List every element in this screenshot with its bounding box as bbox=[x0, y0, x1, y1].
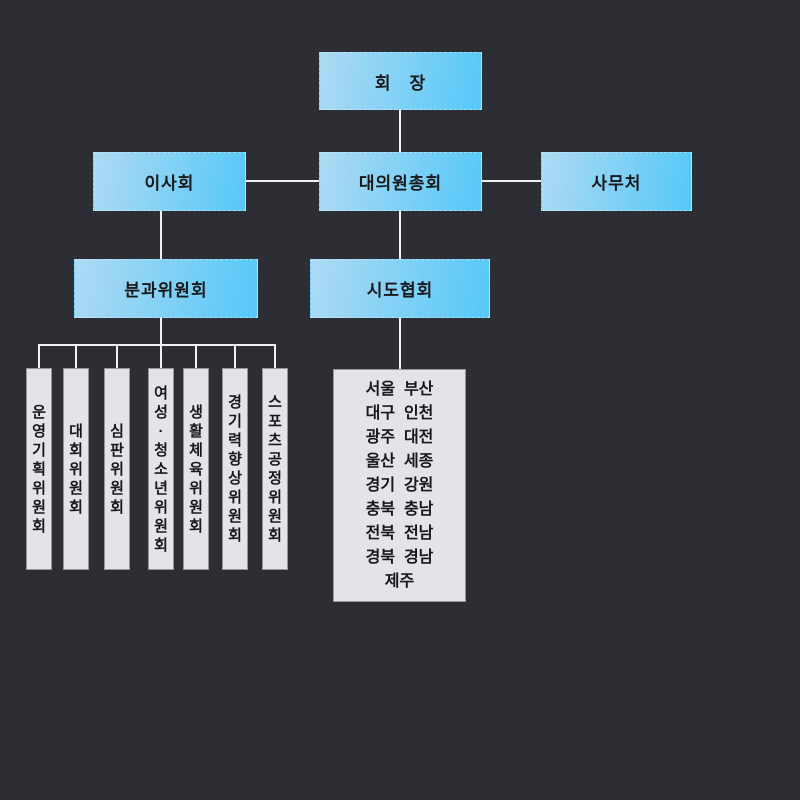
branch-line bbox=[38, 344, 276, 346]
committee-label: 운 영 기 획 위 원 회 bbox=[32, 403, 46, 535]
committee-box-referee: 심 판 위 원 회 bbox=[104, 368, 130, 570]
branch-stub-5 bbox=[195, 346, 197, 368]
regions-box: 서울 부산 대구 인천 광주 대전 울산 세종 경기 강원 충북 충남 전북 전… bbox=[333, 369, 466, 602]
connector-regional-regions bbox=[399, 318, 401, 369]
connector-subcommittee-branch bbox=[160, 318, 162, 368]
committee-box-competition: 대 회 위 원 회 bbox=[63, 368, 89, 570]
committee-box-performance-improvement: 경 기 력 향 상 위 원 회 bbox=[222, 368, 248, 570]
secretariat-label: 사무처 bbox=[591, 174, 642, 193]
committee-box-operations-planning: 운 영 기 획 위 원 회 bbox=[26, 368, 52, 570]
subcommittee-label: 분과위원회 bbox=[124, 281, 208, 300]
connector-chairman-delegates bbox=[399, 110, 401, 152]
subcommittee-box: 분과위원회 bbox=[74, 259, 258, 318]
committee-box-women-youth: 여 성 · 청 소 년 위 원 회 bbox=[148, 368, 174, 570]
committee-label: 경 기 력 향 상 위 원 회 bbox=[228, 394, 242, 544]
committee-label: 여 성 · 청 소 년 위 원 회 bbox=[154, 384, 168, 554]
committee-box-sports-fairness: 스 포 츠 공 정 위 원 회 bbox=[262, 368, 288, 570]
board-box: 이사회 bbox=[93, 152, 246, 211]
regional-assoc-label: 시도협회 bbox=[366, 281, 434, 300]
branch-stub-6 bbox=[234, 346, 236, 368]
region-list: 서울 부산 대구 인천 광주 대전 울산 세종 경기 강원 충북 충남 전북 전… bbox=[365, 380, 434, 590]
delegates-box: 대의원총회 bbox=[319, 152, 482, 211]
chairman-label: 회 장 bbox=[374, 73, 427, 93]
committee-label: 스 포 츠 공 정 위 원 회 bbox=[268, 394, 282, 544]
branch-stub-2 bbox=[75, 346, 77, 368]
committee-label: 심 판 위 원 회 bbox=[110, 422, 124, 516]
board-label: 이사회 bbox=[144, 174, 195, 193]
branch-stub-3 bbox=[116, 346, 118, 368]
secretariat-box: 사무처 bbox=[541, 152, 692, 211]
branch-stub-7 bbox=[274, 346, 276, 368]
connector-board-delegates bbox=[246, 180, 319, 182]
connector-delegates-regional bbox=[399, 211, 401, 259]
chairman-box: 회 장 bbox=[319, 52, 482, 110]
connector-delegates-secretariat bbox=[482, 180, 541, 182]
committee-label: 대 회 위 원 회 bbox=[69, 422, 83, 516]
committee-box-sport-for-all: 생 활 체 육 위 원 회 bbox=[183, 368, 209, 570]
regional-assoc-box: 시도협회 bbox=[310, 259, 490, 318]
committee-label: 생 활 체 육 위 원 회 bbox=[189, 403, 203, 535]
delegates-label: 대의원총회 bbox=[358, 174, 443, 193]
connector-board-subcommittee bbox=[160, 211, 162, 259]
branch-stub-1 bbox=[38, 346, 40, 368]
